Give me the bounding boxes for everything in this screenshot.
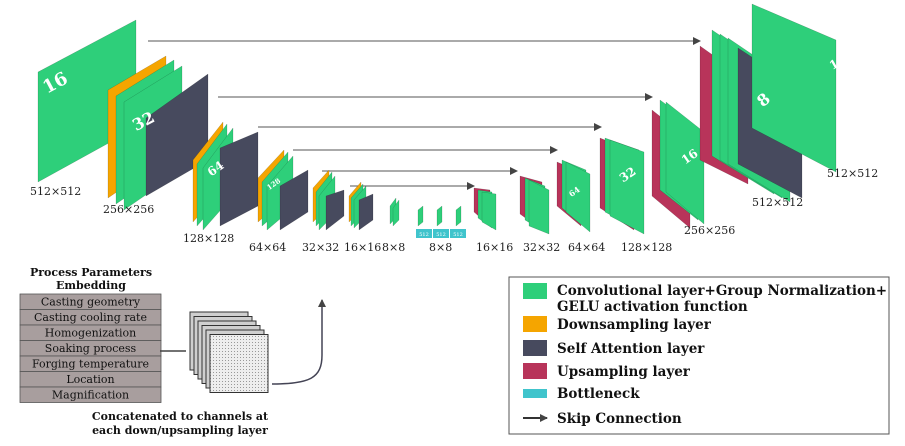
bottleneck-label-3: 512 <box>453 232 463 238</box>
layer-conv-26 <box>455 205 462 227</box>
process-param-label: Soaking process <box>45 342 137 355</box>
process-param-label: Location <box>66 373 114 386</box>
legend-swatch-upsampling <box>523 363 547 379</box>
dim-label-dec4: 64×64 <box>568 241 605 254</box>
feature-map-6 <box>209 334 269 393</box>
legend-swatch-bottleneck <box>523 389 547 398</box>
bottleneck-cell-3 <box>450 229 466 238</box>
legend-label-downsampling: Downsampling layer <box>557 317 712 333</box>
dim-label-enc5: 32×32 <box>302 241 339 254</box>
dim-label-enc4: 64×64 <box>249 241 286 254</box>
process-params-title-1: Process Parameters <box>30 266 152 279</box>
layer-conv-35 <box>565 161 591 233</box>
layer-attn-9 <box>219 131 259 227</box>
process-param-label: Forging temperature <box>32 358 149 371</box>
legend-swatch-attention <box>523 340 547 356</box>
legend-box <box>508 276 890 435</box>
process-params-caption-2: each down/upsampling layer <box>92 424 268 437</box>
legend-label-conv-2: GELU activation function <box>557 299 748 315</box>
process-param-label: Homogenization <box>45 327 136 340</box>
legend-label-attention: Self Attention layer <box>557 341 705 357</box>
bottleneck-cell-2 <box>433 229 449 238</box>
network-blocks <box>37 3 837 235</box>
embedding-flow <box>160 299 326 393</box>
dim-label-enc7: 8×8 <box>382 241 405 254</box>
process-param-row <box>19 386 162 403</box>
process-param-label: Casting cooling rate <box>34 311 147 324</box>
layer-conv-23 <box>392 199 400 227</box>
bottleneck-label-1: 512 <box>419 232 429 238</box>
bottleneck-block: 512 512 512 <box>416 229 466 238</box>
process-parameters-embedding: Process Parameters Embedding Casting geo… <box>19 266 269 437</box>
legend-label-conv-1: Convolutional layer+Group Normalization+ <box>557 283 887 299</box>
dim-label-dec6: 16×16 <box>476 241 513 254</box>
process-params-title-2: Embedding <box>56 279 126 292</box>
layer-conv-29 <box>481 191 497 231</box>
layer-attn-21 <box>358 193 374 231</box>
resolution-labels: 512×512 256×256 128×128 64×64 32×32 16×1… <box>30 167 878 254</box>
dim-label-dec2: 256×256 <box>684 224 735 237</box>
layer-conv-41 <box>665 101 705 225</box>
legend-swatch-conv <box>523 283 547 299</box>
layer-attn-13 <box>279 169 309 231</box>
bottleneck-cell-1 <box>416 229 432 238</box>
dim-label-enc2: 256×256 <box>103 203 154 216</box>
layer-conv-32 <box>528 179 550 235</box>
process-param-label: Magnification <box>52 389 129 402</box>
bottleneck-label-2: 512 <box>436 232 446 238</box>
dim-label-dec5: 32×32 <box>523 241 560 254</box>
layer-conv-25 <box>436 205 443 227</box>
layer-conv-24 <box>417 205 424 227</box>
legend-label-bottleneck: Bottleneck <box>557 386 640 402</box>
dim-label-dec3: 128×128 <box>621 241 672 254</box>
process-param-label: Casting geometry <box>41 296 141 309</box>
layer-attn-17 <box>325 189 345 231</box>
dim-label-enc1: 512×512 <box>30 185 81 198</box>
dim-label-output: 512×512 <box>827 167 878 180</box>
legend-label-upsampling: Upsampling layer <box>557 364 691 380</box>
embedding-feature-maps <box>189 311 269 393</box>
skip-connections <box>148 37 701 190</box>
embedding-up-arrow <box>271 299 326 385</box>
layer-conv-38 <box>609 139 645 235</box>
legend-label-skip: Skip Connection <box>557 411 682 427</box>
layer-conv-47 <box>751 3 837 173</box>
legend: Convolutional layer+Group Normalization+… <box>508 276 890 435</box>
legend-swatch-downsampling <box>523 316 547 332</box>
dim-label-enc6: 16×16 <box>344 241 381 254</box>
dim-label-enc3: 128×128 <box>183 232 234 245</box>
process-params-caption-1: Concatenated to channels at <box>92 410 269 423</box>
dim-label-bottleneck: 8×8 <box>429 241 452 254</box>
dim-label-dec1: 512×512 <box>752 196 803 209</box>
